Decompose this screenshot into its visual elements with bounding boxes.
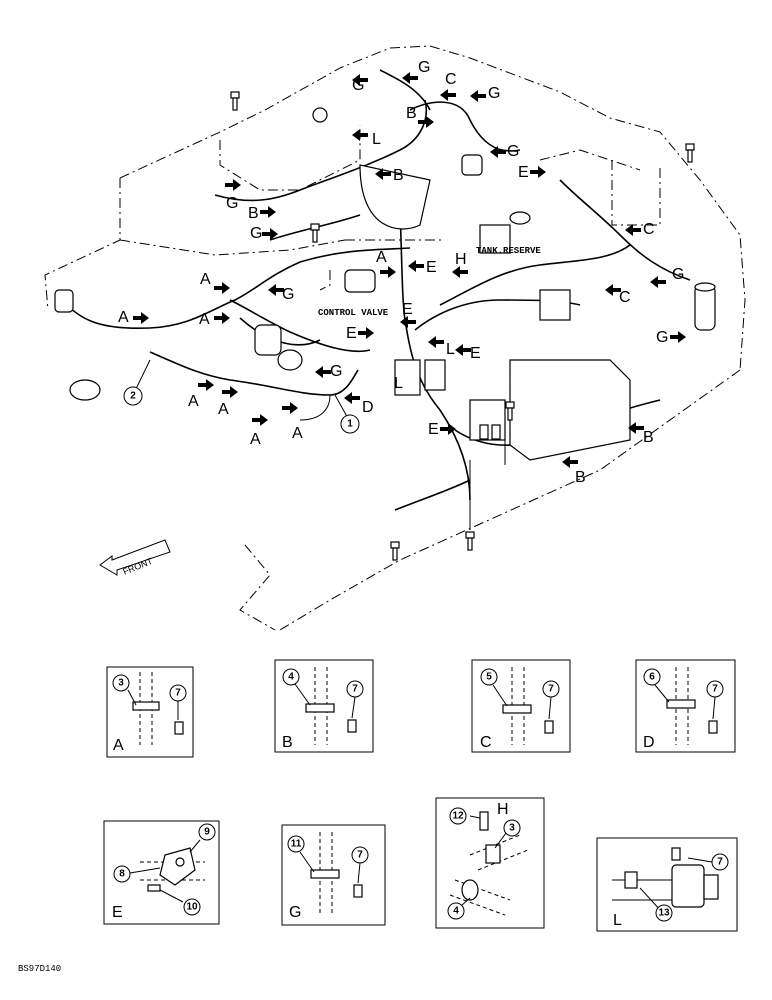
detail-letter-e: E [112, 904, 123, 921]
callout-g: G [418, 59, 430, 76]
detail-letter-g: G [289, 904, 301, 921]
main-number-callouts: 2 1 [123, 359, 360, 434]
callout-g: G [656, 329, 668, 346]
front-direction-arrow: FRONT [99, 539, 171, 577]
callout-l: L [446, 341, 455, 358]
callout-number-1: 1 [347, 419, 353, 430]
callout-c: C [643, 221, 655, 238]
callout-a: A [200, 271, 211, 288]
part-number-13: 13 [658, 908, 670, 919]
callout-b: B [643, 429, 654, 446]
detail-letter-c: C [480, 734, 492, 751]
diagram-labels: CONTROL VALVE TANK.RESERVE [318, 246, 541, 318]
callout-l: L [372, 131, 381, 148]
callout-number-2: 2 [130, 391, 136, 402]
callout-g: G [488, 85, 500, 102]
callout-g: G [507, 143, 519, 160]
callout-h: H [455, 251, 467, 268]
tank-body [359, 164, 431, 230]
detail-view-e: 9 8 10 E [103, 820, 220, 925]
callout-g: G [250, 225, 262, 242]
callout-g: G [330, 363, 342, 380]
callout-a: A [292, 425, 303, 442]
components [54, 91, 716, 561]
detail-letter-a: A [113, 737, 124, 754]
fuel-pump [694, 284, 716, 331]
callout-e: E [426, 259, 437, 276]
callout-c: C [445, 71, 457, 88]
battery [509, 359, 631, 461]
callout-g: G [226, 195, 238, 212]
callout-e: E [402, 301, 413, 318]
callout-e: E [428, 421, 439, 438]
part-number-7: 7 [357, 850, 363, 861]
callout-a: A [376, 249, 387, 266]
callout-a: A [250, 431, 261, 448]
frame-outline [44, 45, 746, 631]
control-valve-label: CONTROL VALVE [318, 308, 389, 318]
part-number-7: 7 [352, 684, 358, 695]
detail-view-a: 3 7 A [106, 666, 194, 758]
part-number-7: 7 [717, 857, 723, 868]
callout-a: A [188, 393, 199, 410]
callout-b: B [575, 469, 586, 486]
detail-letter-l: L [613, 912, 622, 929]
valve-sensor [344, 269, 376, 293]
part-number-4: 4 [453, 906, 459, 917]
lamp-unit [54, 289, 74, 313]
detail-view-c: 5 7 C [471, 659, 571, 753]
tank-reserve-label: TANK.RESERVE [476, 246, 541, 256]
callout-g: G [282, 286, 294, 303]
detail-letter-d: D [643, 734, 655, 751]
part-number-7: 7 [712, 684, 718, 695]
reserve-tank-sensor [479, 224, 511, 254]
part-number-7: 7 [175, 688, 181, 699]
part-number-7: 7 [548, 684, 554, 695]
connector-block [461, 154, 483, 176]
callout-b: B [406, 105, 417, 122]
relay-box [394, 359, 421, 396]
part-number-6: 6 [649, 672, 655, 683]
detail-view-b: 4 7 B [274, 659, 374, 753]
detail-view-d: 6 7 D [635, 659, 736, 753]
callout-l: L [394, 375, 403, 392]
callout-a: A [199, 311, 210, 328]
temp-sensor [312, 107, 328, 123]
callout-d: D [362, 399, 374, 416]
callout-c: C [619, 289, 631, 306]
part-number-12: 12 [452, 811, 464, 822]
detail-letter-b: B [282, 734, 293, 751]
part-number-9: 9 [204, 827, 210, 838]
callout-e: E [518, 164, 529, 181]
horn [69, 379, 101, 401]
callout-g: G [672, 266, 684, 283]
callout-b: B [393, 167, 404, 184]
part-number-10: 10 [186, 902, 198, 913]
callout-e: E [470, 345, 481, 362]
pump-unit [254, 324, 282, 356]
callout-a: A [218, 401, 229, 418]
figure-code: BS97D140 [18, 964, 62, 974]
detail-view-h: 12 3 4 H [435, 797, 545, 929]
part-number-4: 4 [288, 672, 294, 683]
part-number-11: 11 [291, 839, 302, 850]
detail-view-g: 11 7 G [281, 824, 386, 926]
callout-e: E [346, 325, 357, 342]
part-number-8: 8 [119, 869, 125, 880]
battery-relay [539, 289, 571, 321]
detail-view-l: 7 13 L [596, 837, 738, 932]
part-number-3: 3 [118, 678, 124, 689]
callout-b: B [248, 205, 259, 222]
part-number-5: 5 [486, 672, 492, 683]
part-number-3: 3 [509, 823, 515, 834]
detail-letter-h: H [497, 801, 509, 818]
callout-a: A [118, 309, 129, 326]
letter-callouts: A A A A A A A A B B B B B C C C D [118, 59, 686, 486]
